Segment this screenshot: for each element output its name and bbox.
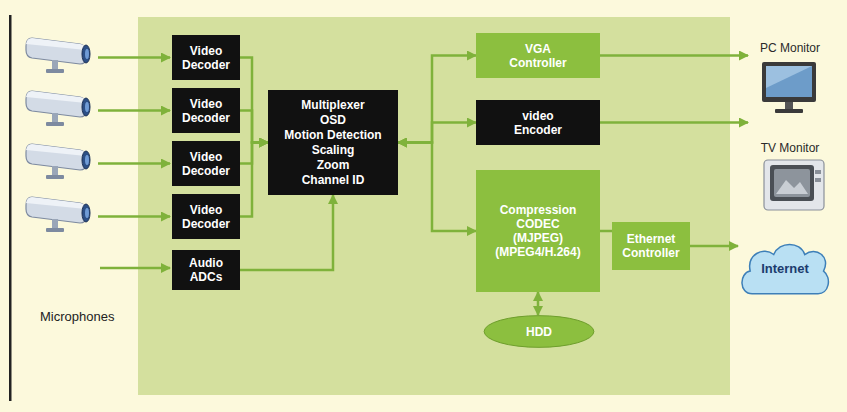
box-text: OSD (320, 113, 346, 128)
box-text: Zoom (317, 158, 350, 173)
box-text: TV Monitor (761, 141, 820, 155)
decoder-box: Video Decoder (172, 194, 240, 239)
vga-box: VGA Controller (476, 33, 600, 78)
system-panel (138, 17, 730, 395)
box-text: Video Decoder (176, 150, 236, 178)
camera-feed (98, 56, 170, 59)
decoder-box: Video Decoder (172, 88, 240, 133)
tv-monitor-icon (764, 160, 824, 210)
pc-monitor-icon (762, 62, 816, 113)
box-text: VGA Controller (498, 42, 578, 70)
decoder-box: Video Decoder (172, 141, 240, 186)
signal-arrow (690, 245, 738, 248)
camera-feed (98, 215, 170, 218)
signal-arrow (398, 143, 476, 232)
microphone-feed (100, 267, 170, 270)
camera-feed (98, 109, 170, 112)
box-text: (MPEG4/H.264) (495, 245, 580, 259)
decoder-box: Video Decoder (172, 35, 240, 80)
box-text: PC Monitor (760, 41, 820, 55)
encoder-box: video Encoder (476, 100, 600, 145)
signal-arrow (600, 54, 748, 57)
tv-monitor: TV Monitor (748, 113, 832, 213)
box-text: HDD (526, 325, 552, 339)
box-text: Multiplexer (301, 98, 364, 113)
box-text: Video Decoder (176, 44, 236, 72)
camera-icon (26, 197, 90, 232)
adc-box: Audio ADCs (172, 250, 240, 290)
box-text: Internet (761, 262, 809, 276)
ethernet-box: Ethernet Controller (612, 222, 690, 270)
camera-feed (98, 162, 170, 165)
left-rule (9, 15, 12, 401)
box-text: video Encoder (503, 109, 573, 137)
input-label: Microphones (40, 309, 114, 324)
box-text: Video Decoder (176, 203, 236, 231)
internet-cloud: Internet (738, 238, 832, 300)
box-text: Ethernet Controller (616, 232, 686, 260)
signal-arrow (600, 230, 612, 233)
pc-monitor: PC Monitor (748, 40, 832, 116)
multiplexer-box: MultiplexerOSDMotion DetectionScalingZoo… (268, 90, 398, 195)
signal-arrow (398, 56, 476, 143)
signal-arrow (600, 121, 748, 124)
signal-arrow (240, 58, 268, 143)
box-text: Channel ID (302, 173, 365, 188)
signal-arrow (537, 292, 540, 315)
signal-arrow (398, 123, 476, 143)
camera-icon (26, 91, 90, 126)
hdd-disk: HDD (483, 315, 595, 348)
signal-arrow (240, 111, 268, 143)
signal-arrow (240, 143, 268, 164)
signal-arrow (240, 143, 268, 217)
box-text: Scaling (312, 143, 355, 158)
box-text: Motion Detection (284, 128, 381, 143)
camera-icon (26, 38, 90, 73)
codec-box: Compression CODEC(MJPEG)(MPEG4/H.264) (476, 170, 600, 292)
box-text: Video Decoder (176, 97, 236, 125)
box-text: (MJPEG) (513, 231, 563, 245)
camera-icon (26, 144, 90, 179)
signal-arrow (240, 195, 333, 270)
box-text: Audio ADCs (176, 256, 236, 284)
box-text: Compression CODEC (483, 203, 593, 231)
